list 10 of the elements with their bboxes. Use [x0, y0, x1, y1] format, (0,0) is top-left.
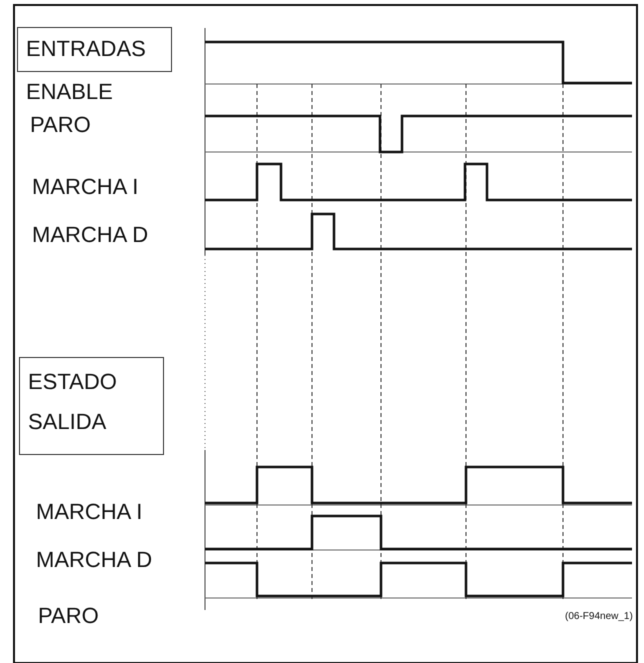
signal-name: MARCHA I — [36, 499, 142, 525]
signal-name: ENABLE — [26, 79, 113, 105]
signal-name: MARCHA D — [36, 547, 152, 573]
signal-name: PARO — [38, 603, 99, 629]
signal-name: MARCHA D — [32, 222, 148, 248]
figure-id: (06-F94new_1) — [565, 610, 633, 624]
signal-name: PARO — [30, 112, 91, 138]
heading-box: ENTRADAS — [17, 27, 172, 72]
signal-name: MARCHA I — [32, 174, 138, 200]
heading-box: ESTADO SALIDA — [19, 357, 164, 455]
